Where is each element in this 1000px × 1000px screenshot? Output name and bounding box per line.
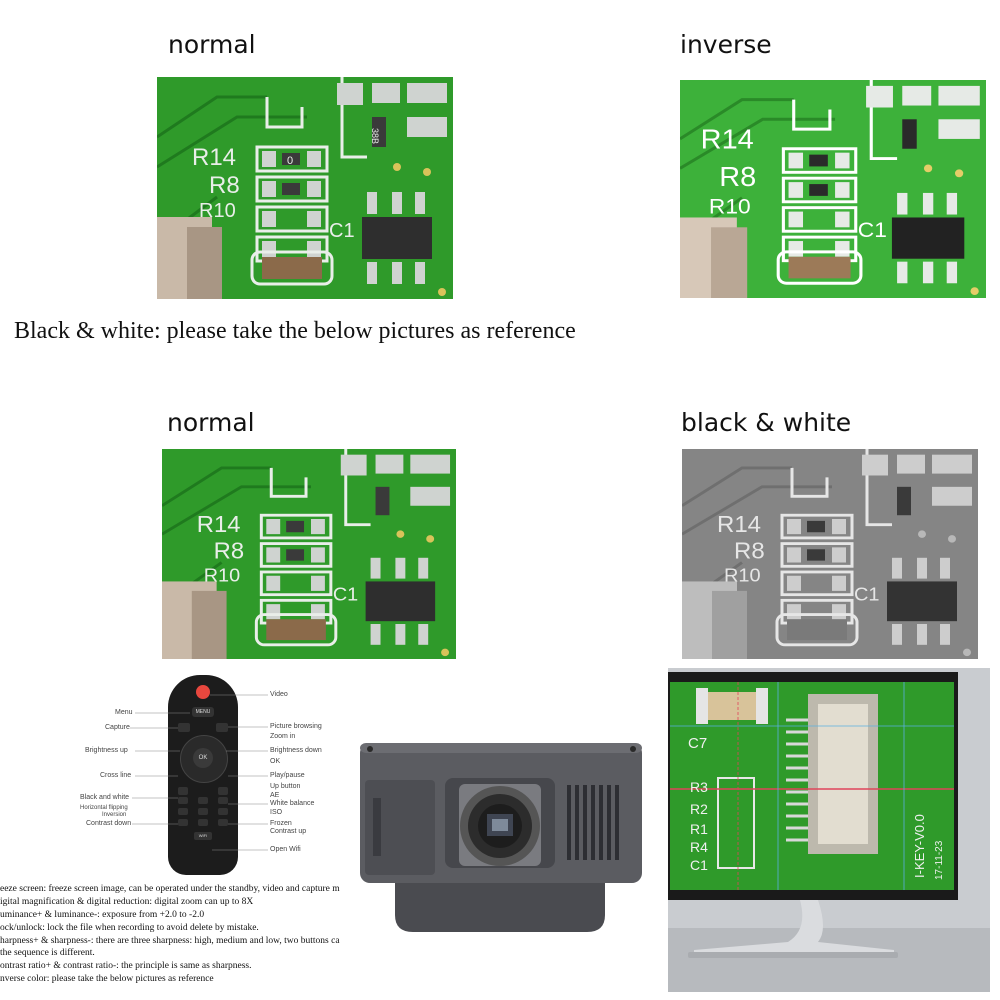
remote-diagram: MENU OK WIFI Menu Capture Brightness up … — [0, 665, 345, 880]
remote-label-brightness-down: Brightness down — [270, 747, 322, 754]
pcb-label-r10: R10 — [709, 194, 751, 218]
pcb-label-r14: R14 — [192, 144, 236, 171]
key[interactable] — [198, 819, 208, 826]
remote-leader-lines — [130, 694, 268, 851]
remote-label-zoom-in: Zoom in — [270, 733, 296, 740]
remote-label-cross-line: Cross line — [100, 772, 132, 779]
heading-black-white: black & white — [681, 408, 852, 437]
description-line: nverse color: please take the below pict… — [0, 974, 214, 984]
remote-label-horizontal-flipping: Horizontal flipping — [80, 805, 128, 811]
power-button[interactable] — [196, 685, 210, 699]
pcb-label-r8: R8 — [209, 172, 240, 199]
key[interactable] — [198, 808, 208, 815]
pcb-label-r8: R8 — [719, 161, 756, 192]
monitor-label-c7: C7 — [688, 735, 707, 752]
remote-label-play-pause: Play/pause — [270, 772, 305, 779]
pcb-label-c1: C1 — [329, 220, 355, 242]
function-descriptions: eeze screen: freeze screen image, can be… — [0, 884, 345, 1000]
monitor-label-r2: R2 — [690, 801, 708, 817]
dpad[interactable] — [180, 735, 228, 783]
monitor-label-c1: C1 — [690, 857, 708, 873]
pcb-label-r10: R10 — [199, 200, 236, 222]
pcb-label-r14: R14 — [717, 512, 761, 537]
pcb-label-r10: R10 — [204, 565, 241, 586]
pcb-label-r8: R8 — [214, 538, 244, 563]
monitor-label-r4: R4 — [690, 839, 708, 855]
key[interactable] — [198, 797, 208, 804]
pcb-label-r14: R14 — [701, 123, 754, 154]
description-line: ontrast ratio+ & contrast ratio-: the pr… — [0, 961, 252, 971]
monitor-label-r3: R3 — [690, 779, 708, 795]
heading-inverse: inverse — [680, 30, 772, 59]
browse-key[interactable] — [216, 723, 228, 732]
remote-label-picture-browsing: Picture browsing — [270, 723, 322, 730]
remote-label-inversion: Inversion — [102, 812, 127, 818]
camera-photo — [355, 740, 645, 935]
key[interactable] — [218, 797, 228, 804]
description-line: the sequence is different. — [0, 948, 95, 958]
monitor-label-r1: R1 — [690, 821, 708, 837]
pcb-label-c1: C1 — [854, 584, 880, 605]
remote-label-ok: OK — [270, 758, 281, 765]
monitor-label-date: 17-11-23 — [934, 840, 945, 880]
description-line: eeze screen: freeze screen image, can be… — [0, 884, 340, 894]
remote-label-ae: AE — [270, 792, 280, 799]
key[interactable] — [178, 819, 188, 826]
pcb-photo-inverse: R14 R8 R10 C1 — [680, 80, 986, 298]
heading-normal-mid: normal — [167, 408, 255, 437]
monitor-label-key: I-KEY-V0.0 — [912, 814, 927, 878]
pcb-label-r10: R10 — [724, 565, 761, 586]
key[interactable] — [178, 787, 188, 795]
key[interactable] — [218, 808, 228, 815]
bw-reference-note: Black & white: please take the below pic… — [14, 318, 576, 344]
pcb-label-38b: 38B — [370, 128, 380, 144]
pcb-photo-normal-mid: R14 R8 R10 C1 — [162, 449, 456, 659]
description-line: uminance+ & luminance-: exposure from +2… — [0, 910, 205, 920]
remote-label-contrast-up: Contrast up — [270, 828, 307, 835]
ok-key[interactable]: OK — [193, 748, 213, 768]
pcb-label-r8: R8 — [734, 538, 765, 563]
pcb-label-c1: C1 — [858, 218, 887, 242]
pcb-label-c1: C1 — [333, 584, 358, 605]
pcb-photo-black-white: R14 R8 R10 C1 — [682, 449, 978, 659]
remote-label-white-balance: White balance — [270, 800, 315, 807]
key[interactable] — [178, 797, 188, 804]
remote-label-video: Video — [270, 691, 288, 698]
key[interactable] — [218, 819, 228, 826]
key[interactable] — [178, 808, 188, 815]
description-line: igital magnification & digital reduction… — [0, 897, 254, 907]
remote-label-up-button: Up button — [270, 783, 301, 790]
wifi-key[interactable]: WIFI — [194, 832, 212, 840]
heading-normal-top: normal — [168, 30, 256, 59]
remote-label-iso: ISO — [270, 809, 283, 816]
pcb-photo-normal-top: R14 R8 R10 C1 0 38B — [157, 77, 453, 299]
remote-label-brightness-up: Brightness up — [85, 747, 128, 754]
remote-label-frozen: Frozen — [270, 820, 292, 827]
remote-label-open-wifi: Open Wifi — [270, 846, 301, 853]
pcb-label-r14: R14 — [197, 512, 241, 537]
remote-label-contrast-down: Contrast down — [86, 820, 132, 827]
remote-label-capture: Capture — [105, 724, 130, 731]
remote-label-black-white: Black and white — [80, 794, 130, 801]
description-line: ock/unlock: lock the file when recording… — [0, 923, 259, 933]
capture-key[interactable] — [178, 723, 190, 732]
description-line: harpness+ & sharpness-: there are three … — [0, 936, 340, 946]
pcb-label-zero: 0 — [287, 155, 293, 167]
key[interactable] — [218, 787, 228, 795]
remote-label-menu: Menu — [115, 709, 133, 716]
monitor-photo: C7 R3 R2 R1 R4 C1 I-KEY-V0.0 17-11-23 — [668, 668, 990, 992]
menu-key[interactable]: MENU — [192, 707, 214, 717]
